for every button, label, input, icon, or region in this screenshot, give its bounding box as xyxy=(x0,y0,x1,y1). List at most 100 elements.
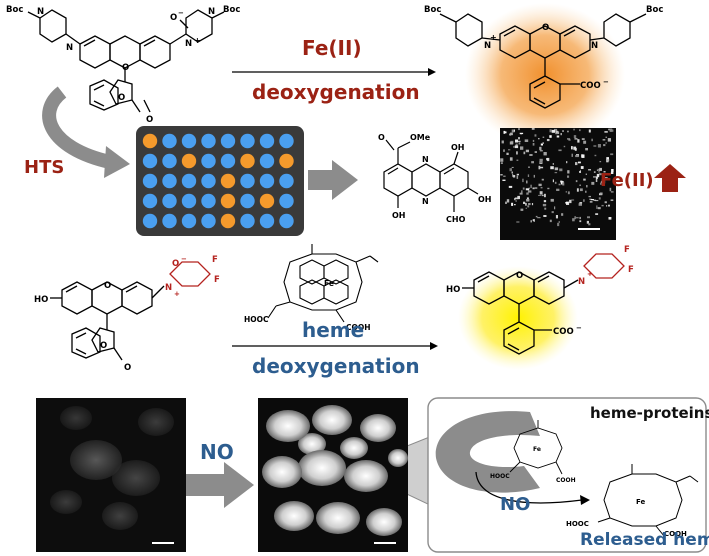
before-no-image xyxy=(36,398,186,552)
plate-well xyxy=(162,153,177,169)
n-label: N xyxy=(165,283,172,293)
o-minus-label: O xyxy=(170,13,177,23)
plate-well xyxy=(142,193,158,209)
hooc-label: HOOC xyxy=(490,473,510,480)
oh-label: OH xyxy=(478,195,492,204)
probe-fe-labels: Boc Boc N N N N O O O O − + xyxy=(6,5,240,125)
plate-well xyxy=(240,153,255,169)
plate-well xyxy=(201,173,216,189)
after-no-image xyxy=(258,398,408,552)
plate-well xyxy=(279,133,294,149)
plate-well xyxy=(162,213,177,229)
o-label: O xyxy=(104,281,111,291)
plate-well xyxy=(259,173,275,189)
reaction-arrow-top xyxy=(232,68,436,76)
ho-label: HO xyxy=(34,295,48,305)
f-label: F xyxy=(214,275,220,285)
n-label: N xyxy=(66,43,73,53)
plate-well xyxy=(279,213,294,229)
plate-well xyxy=(259,153,275,169)
no-treatment-arrow xyxy=(186,462,254,508)
heme-label: heme xyxy=(302,318,365,342)
o-label: O xyxy=(378,133,385,142)
fe-label: Fe xyxy=(324,279,334,288)
product-fe-structure xyxy=(439,13,647,109)
hts-curved-arrow xyxy=(42,86,130,178)
no-small-label: NO xyxy=(500,494,531,515)
plus-sign: + xyxy=(587,270,593,278)
probe-heme-labels: HO O O O N O − + F F xyxy=(34,255,220,373)
released-heme-labels: Fe HOOC COOH xyxy=(566,498,687,538)
fe-label: Fe xyxy=(533,446,541,453)
f-label: F xyxy=(624,245,630,255)
scale-bar xyxy=(578,228,600,230)
n-label: N xyxy=(37,7,44,17)
plate-well xyxy=(220,193,236,209)
fe-cell-image xyxy=(500,128,616,240)
phenazine-labels: O OMe N N OH OH OH CHO xyxy=(378,133,492,224)
scale-bar xyxy=(152,542,174,544)
plate-well xyxy=(220,153,236,169)
cooh-label: COOH xyxy=(556,477,576,484)
fe-label: Fe xyxy=(636,498,645,506)
deoxygenation-middle-label: deoxygenation xyxy=(252,354,420,378)
oh-label: OH xyxy=(392,211,406,220)
phenazine-structure xyxy=(383,139,479,212)
minus-sign: − xyxy=(178,9,184,17)
released-heme-structure xyxy=(597,464,699,537)
no-label: NO xyxy=(200,440,234,464)
plate-well xyxy=(181,213,197,229)
yellow-fluorescence-glow xyxy=(458,266,578,370)
o-label: O xyxy=(146,115,153,125)
f-label: F xyxy=(628,265,634,275)
minus-sign: − xyxy=(181,255,187,263)
n-label: N xyxy=(422,197,429,206)
coo-label: COO xyxy=(580,81,601,91)
o-label: O xyxy=(516,271,523,281)
f-label: F xyxy=(212,255,218,265)
plate-wells xyxy=(142,133,294,229)
plate-well xyxy=(181,193,197,209)
plate-well xyxy=(240,213,255,229)
cho-label: CHO xyxy=(446,215,466,224)
plate-well xyxy=(220,213,236,229)
o-label: O xyxy=(122,63,129,73)
plate-well xyxy=(240,173,255,189)
plate-well xyxy=(142,173,158,189)
plate-well xyxy=(259,213,275,229)
released-heme-label: Released heme xyxy=(580,530,709,550)
cooh-label: COOH xyxy=(664,530,687,538)
plate-well xyxy=(201,193,216,209)
ho-label: HO xyxy=(446,285,460,295)
plate-well xyxy=(201,213,216,229)
minus-sign: − xyxy=(576,324,582,332)
plate-well xyxy=(162,173,177,189)
boc-label: Boc xyxy=(424,5,441,15)
increase-arrow xyxy=(654,164,686,192)
plate-well xyxy=(201,133,216,149)
scale-bar xyxy=(374,542,396,544)
plate-well xyxy=(181,153,197,169)
plate-well xyxy=(201,153,216,169)
oh-label: OH xyxy=(451,143,465,152)
probe-heme-structure xyxy=(50,281,165,361)
hooc-label: HOOC xyxy=(566,520,589,528)
bound-heme-structure xyxy=(509,420,563,475)
well-plate xyxy=(136,126,304,236)
cooh-label: COOH xyxy=(346,323,371,332)
plate-well xyxy=(240,193,255,209)
protein-shape xyxy=(435,411,540,493)
fe2-label: Fe(II) xyxy=(302,36,362,60)
plate-well xyxy=(181,133,197,149)
boc-label: Boc xyxy=(6,5,23,15)
o-minus-label: O xyxy=(172,259,179,269)
plate-to-compound-arrow xyxy=(308,160,358,200)
plus-sign: + xyxy=(174,290,180,298)
product-piperidine-ring xyxy=(583,253,625,279)
plate-well xyxy=(220,173,236,189)
heme-labels: Fe HOOC COOH xyxy=(244,279,371,332)
n-label: N xyxy=(208,7,215,17)
release-arrow xyxy=(475,471,590,505)
o-label: O xyxy=(124,363,131,373)
